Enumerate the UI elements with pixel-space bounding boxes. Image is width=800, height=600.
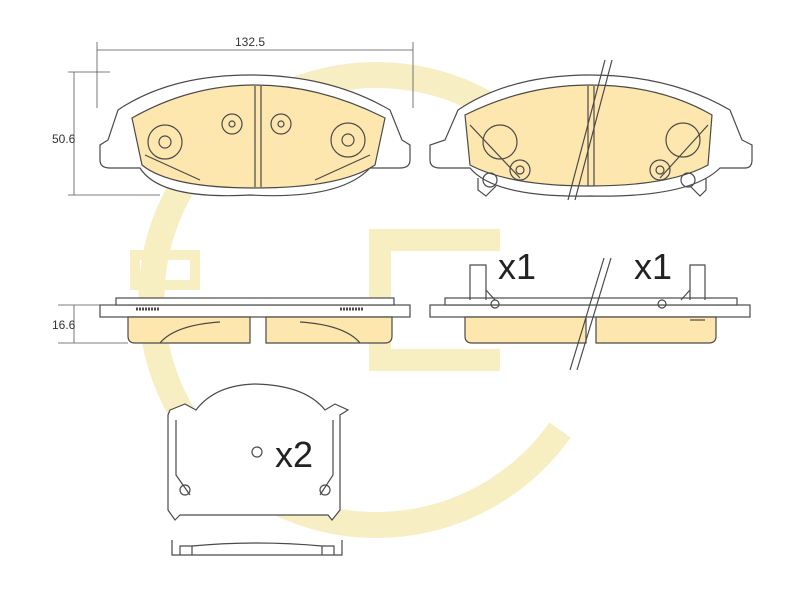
- quantity-label-clip: x2: [275, 434, 313, 475]
- width-dimension-label: 132.5: [235, 35, 265, 49]
- thickness-dimension: [58, 304, 128, 344]
- outer-pad-side-view: [99, 297, 411, 344]
- thickness-dimension-label: 16.6: [52, 318, 76, 332]
- width-dimension: [96, 42, 414, 108]
- anti-rattle-clip: [167, 383, 350, 521]
- height-dimension-label: 50.6: [52, 132, 76, 146]
- anti-rattle-clip-side-view: [171, 540, 343, 556]
- quantity-label-inner-right: x1: [634, 246, 672, 287]
- outer-pad-front-view: [99, 74, 411, 197]
- quantity-label-inner-left: x1: [498, 246, 536, 287]
- height-dimension: [68, 71, 160, 196]
- inner-pad-front-view: [429, 59, 753, 201]
- inner-pad-side-view: [429, 257, 751, 371]
